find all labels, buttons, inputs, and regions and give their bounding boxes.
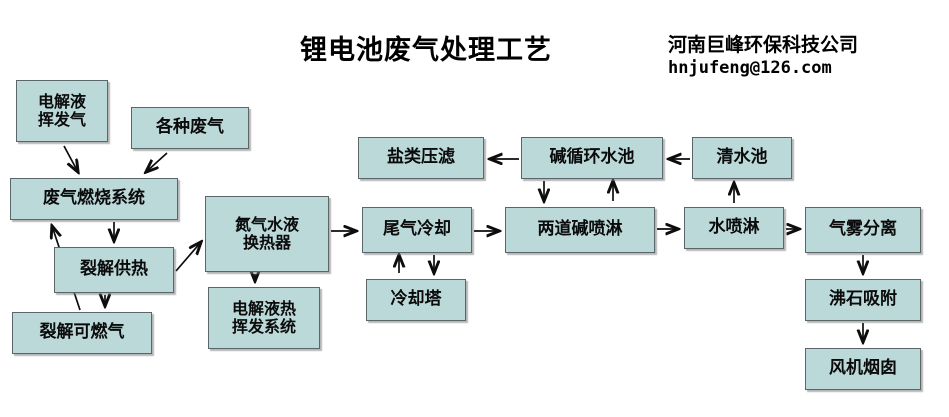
node-clean-water-tank[interactable]: 清水池 xyxy=(692,137,792,179)
company-name: 河南巨峰环保科技公司 xyxy=(668,34,859,56)
node-salt-press-filter[interactable]: 盐类压滤 xyxy=(358,137,484,179)
node-pyrolysis-heat[interactable]: 裂解供热 xyxy=(54,247,174,293)
node-mist-separation[interactable]: 气雾分离 xyxy=(805,207,921,253)
node-alkali-water-tank[interactable]: 碱循环水池 xyxy=(521,137,663,179)
node-tail-gas-cooling[interactable]: 尾气冷却 xyxy=(362,207,472,253)
page-title: 锂电池废气处理工艺 xyxy=(300,35,552,66)
company-email: hnjufeng@126.com xyxy=(668,58,832,78)
node-fan-chimney[interactable]: 风机烟囱 xyxy=(805,348,921,390)
edge-wastegas-to-burner xyxy=(146,152,168,172)
node-water-spray[interactable]: 水喷淋 xyxy=(684,207,784,249)
edge-electrolyte-to-burner xyxy=(63,145,78,172)
node-pyrolysis-gas[interactable]: 裂解可燃气 xyxy=(12,312,152,354)
node-cooling-tower[interactable]: 冷却塔 xyxy=(366,279,466,321)
node-zeolite-adsorption[interactable]: 沸石吸附 xyxy=(805,279,921,321)
node-n2-water-exchanger[interactable]: 氮气水液 换热器 xyxy=(205,196,329,272)
node-electrolyte-heat[interactable]: 电解液热 挥发系统 xyxy=(208,287,320,349)
node-dual-alkali-spray[interactable]: 两道碱喷淋 xyxy=(505,207,655,253)
edge-pyroheat-to-exchanger xyxy=(175,242,201,272)
node-various-waste-gas[interactable]: 各种废气 xyxy=(131,107,249,149)
node-waste-gas-burner[interactable]: 废气燃烧系统 xyxy=(10,178,178,220)
node-electrolyte-vapor[interactable]: 电解液 挥发气 xyxy=(16,80,108,142)
